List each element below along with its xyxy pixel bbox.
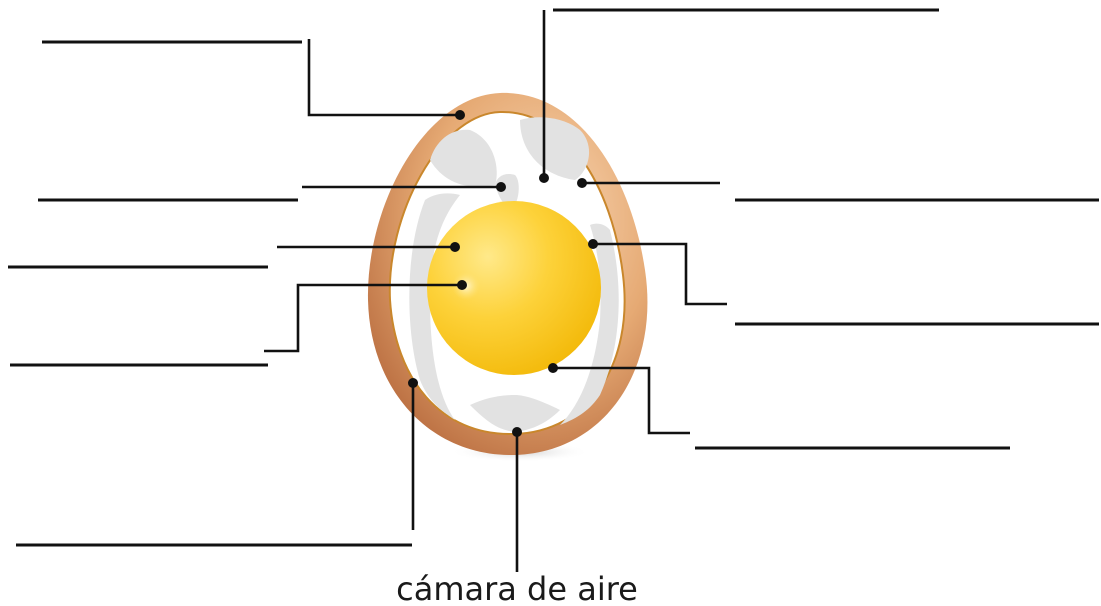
pointer-dot-right-lower — [548, 363, 558, 373]
air-cell-label: cámara de aire — [396, 570, 638, 606]
egg-yolk — [427, 201, 601, 375]
pointer-dot-right-upper — [577, 178, 587, 188]
leader-germinal-disc — [264, 283, 462, 353]
leader-right-lower — [553, 366, 690, 435]
pointer-dot-shell — [455, 110, 465, 120]
pointer-dot-chalaza-upper — [496, 182, 506, 192]
pointer-dot-air-cell — [512, 427, 522, 437]
pointer-dot-germinal-disc — [457, 280, 467, 290]
leader-shell — [307, 39, 460, 117]
pointer-dot-shell-membrane — [408, 378, 418, 388]
pointer-dot-yolk — [450, 242, 460, 252]
leader-right-middle — [593, 242, 727, 306]
pointer-dot-albumen-top — [539, 173, 549, 183]
pointer-dot-right-middle — [588, 239, 598, 249]
chalaza-structure — [409, 117, 619, 432]
